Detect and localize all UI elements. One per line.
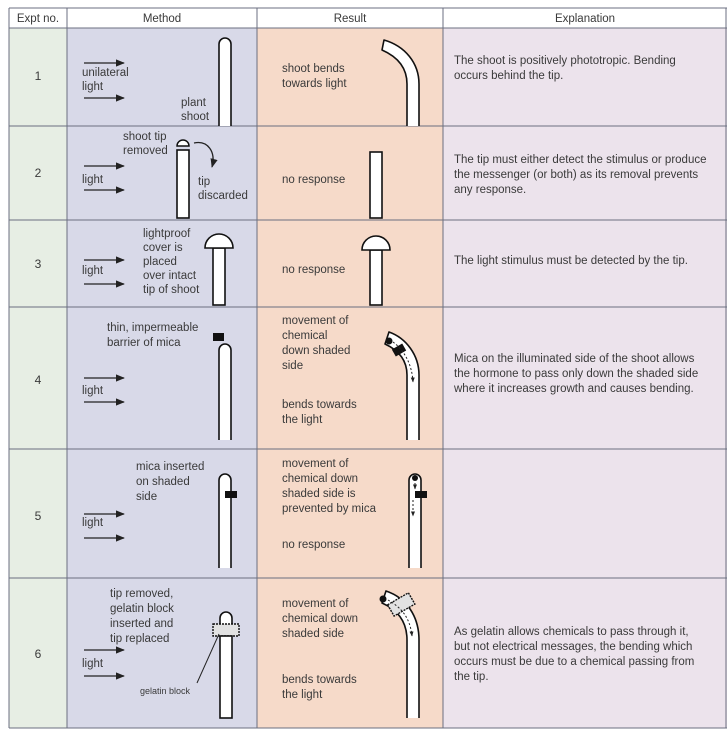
light-label: light	[82, 174, 104, 186]
plant-shoot	[219, 635, 233, 719]
decapitated-shoot	[176, 149, 190, 219]
result-text-secondary: no response	[282, 539, 345, 551]
plant-shoot	[369, 249, 383, 306]
hormone-flow-arrow	[387, 599, 414, 637]
row-number-6: 6	[35, 647, 42, 661]
header-expt-no: Expt no.	[17, 13, 59, 25]
gelatin-block	[386, 591, 416, 618]
mica-barrier	[213, 333, 224, 341]
bent-shoot	[381, 39, 420, 126]
decapitated-shoot	[369, 151, 383, 219]
plant-shoot	[218, 37, 232, 126]
row-6-explanation: As gelatin allows chemicals to pass thro…	[454, 626, 694, 683]
mica-barrier	[391, 343, 407, 357]
row-number-1: 1	[35, 69, 42, 83]
hormone-source	[412, 475, 418, 481]
bent-shoot	[384, 331, 420, 440]
gelatin-block	[212, 623, 240, 637]
row-number-2: 2	[35, 166, 42, 180]
plant-shoot	[218, 473, 232, 568]
row-2-explanation: The tip must either detect the stimulus …	[454, 154, 706, 196]
light-label: light	[82, 658, 104, 670]
discard-arrow	[193, 141, 218, 168]
row-number-3: 3	[35, 257, 42, 271]
lightproof-cover	[361, 235, 391, 251]
replaced-tip	[219, 611, 233, 624]
hormone-source	[385, 337, 393, 345]
plant-shoot	[218, 343, 232, 440]
row-3-explanation: The light stimulus must be detected by t…	[454, 255, 688, 267]
lightproof-cover	[204, 233, 234, 249]
row-numbers: 1 2 3 4 5 6	[35, 69, 42, 661]
plant-shoot	[212, 247, 226, 306]
row-number-5: 5	[35, 509, 42, 523]
result-text: no response	[282, 264, 345, 276]
light-label: light	[82, 265, 104, 277]
removed-tip	[176, 139, 190, 147]
explanation-column-bg	[443, 28, 727, 728]
gelatin-leader-line	[196, 633, 220, 684]
mica-barrier	[415, 491, 427, 498]
mica-barrier	[225, 491, 237, 498]
header-method: Method	[143, 13, 181, 25]
header-result: Result	[334, 13, 367, 25]
header-row: Expt no. Method Result Explanation	[17, 13, 615, 25]
bent-shoot	[381, 590, 420, 718]
table-grid	[8, 7, 727, 729]
result-text: no response	[282, 174, 345, 186]
row-2-result: no response	[282, 151, 383, 219]
row-number-4: 4	[35, 373, 42, 387]
light-label: light	[82, 385, 104, 397]
row-3-result: no response	[282, 235, 391, 306]
header-explanation: Explanation	[555, 13, 615, 25]
row-1-explanation: The shoot is positively phototropic. Ben…	[454, 55, 676, 82]
hormone-flow-arrow	[392, 341, 415, 383]
gelatin-block-label: gelatin block	[140, 686, 191, 696]
header-bg	[0, 8, 727, 28]
number-column-bg	[9, 28, 67, 728]
row-4-explanation: Mica on the illuminated side of the shoo…	[453, 353, 698, 395]
hormone-source	[379, 595, 387, 603]
light-label: light	[82, 517, 104, 529]
